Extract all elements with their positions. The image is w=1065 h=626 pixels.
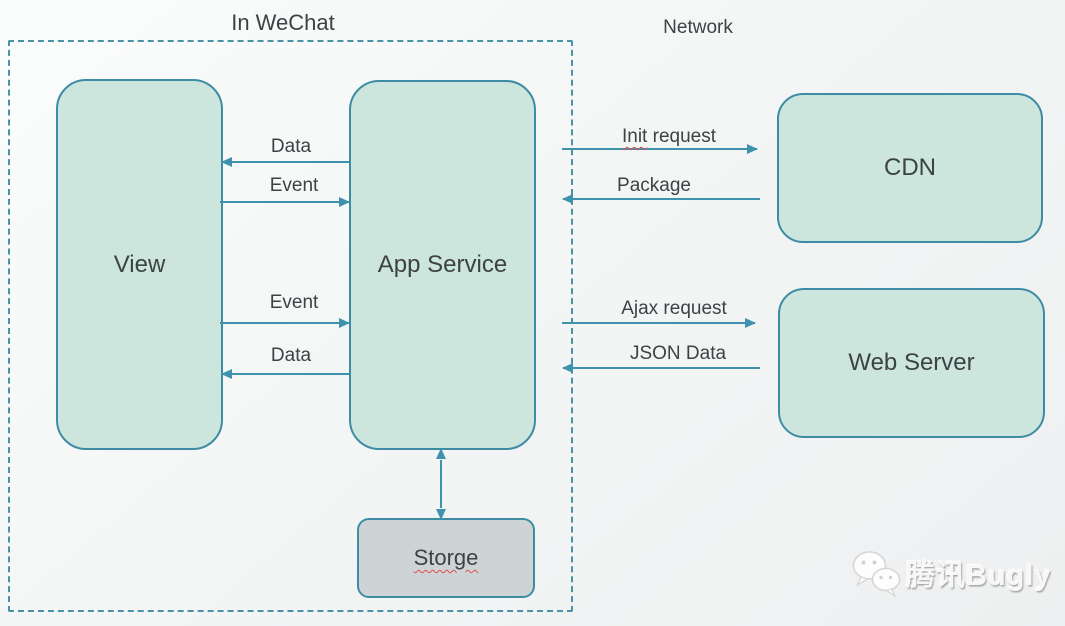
node-cdn: CDN [777, 93, 1043, 243]
arrow-event-view-to-appservice-bottom [220, 322, 349, 324]
arrow-label-ajax-request: Ajax request [621, 298, 727, 319]
arrow-appservice-storge-bidirectional [440, 460, 442, 508]
arrow-init-request-to-cdn [562, 148, 757, 150]
node-view: View [56, 79, 223, 450]
node-cdn-label: CDN [884, 154, 936, 181]
request-word: request [647, 126, 716, 147]
node-web-server-label: Web Server [848, 349, 975, 376]
arrow-label-json-data: JSON Data [629, 343, 727, 364]
arrow-json-data-from-webserver [563, 367, 760, 369]
arrow-package-from-cdn [563, 198, 760, 200]
in-wechat-region-label: In WeChat [231, 10, 335, 35]
arrow-event-view-to-appservice-top [220, 201, 349, 203]
node-storge: Storge [357, 518, 535, 598]
arrow-label-init-request: Init request [589, 126, 749, 148]
arrow-data-appservice-to-view-bottom [222, 373, 349, 375]
arrow-label-data-bottom: Data [270, 345, 312, 366]
node-app-service-label: App Service [377, 251, 508, 278]
init-word: Init [621, 126, 648, 147]
network-region-label: Network [663, 17, 733, 38]
node-web-server: Web Server [778, 288, 1045, 438]
node-view-label: View [113, 250, 166, 278]
arrow-data-appservice-to-view-top [222, 161, 349, 163]
arrow-ajax-request-to-webserver [562, 322, 755, 324]
arrow-label-event-top: Event [269, 175, 319, 196]
arrow-label-package: Package [617, 175, 691, 196]
in-wechat-dashed-container [8, 40, 573, 612]
watermark-brand-text: 腾讯Bugly [906, 560, 1052, 592]
node-app-service: App Service [349, 80, 536, 450]
arrow-label-data-top: Data [270, 136, 312, 157]
wechat-logo-icon [852, 551, 901, 598]
node-storge-label: Storge [413, 545, 479, 570]
watermark: 腾讯Bugly [850, 548, 1052, 598]
arrow-label-event-bottom: Event [269, 292, 319, 313]
